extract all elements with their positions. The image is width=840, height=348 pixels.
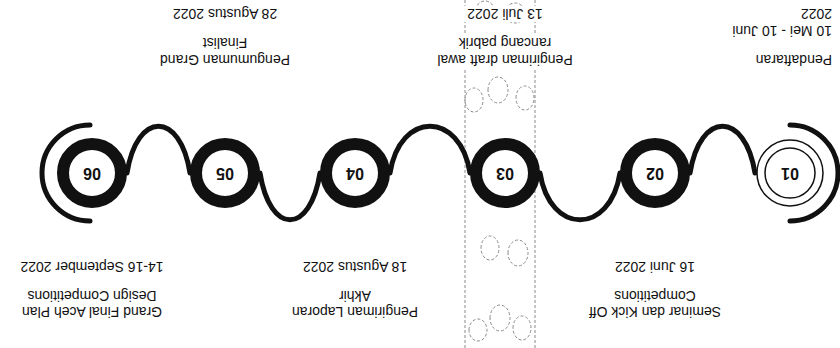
step-title: Pengiriman Laporan Akhir <box>288 287 423 321</box>
step-circle: 02Seminar dan Kick Off Competitions16 Ju… <box>620 138 690 208</box>
step-circle: 01Pendaftaran10 Mei - 10 Juni 2022 <box>755 138 825 208</box>
wave-connector <box>127 126 190 173</box>
step-date: 10 Mei - 10 Juni 2022 <box>707 6 832 40</box>
wave-connector <box>260 173 320 220</box>
step-circle: 04Pengiriman Laporan Akhir18 Agustus 202… <box>320 138 390 208</box>
wave-connector <box>690 126 755 173</box>
step-label: Pengiriman Laporan Akhir 18 Agustus 2022 <box>288 258 423 320</box>
step-date: 28 Agustus 2022 <box>158 6 293 23</box>
step-number: 05 <box>190 138 260 208</box>
step-date: 18 Agustus 2022 <box>288 258 423 275</box>
step-date: 16 Juni 2022 <box>570 258 740 275</box>
step-label: Pengumuman Grand Finalist 28 Agustus 2022 <box>158 6 293 68</box>
step-number: 01 <box>755 138 825 208</box>
step-number: 03 <box>470 138 540 208</box>
step-number: 04 <box>320 138 390 208</box>
step-title: Pengumuman Grand Finalist <box>158 34 293 68</box>
step-circle: 06Grand Final Aceh Plan Design Competiti… <box>57 138 127 208</box>
step-label: Pengiriman draft awal rancang pabrik 13 J… <box>418 6 593 68</box>
step-circle: 03Pengiriman draft awal rancang pabrik13… <box>470 138 540 208</box>
step-date: 13 Juli 2022 <box>418 6 593 23</box>
step-label: Seminar dan Kick Off Competitions 16 Juni… <box>570 258 740 320</box>
step-date: 14-16 September 2022 <box>8 258 176 275</box>
step-label: Pendaftaran 10 Mei - 10 Juni 2022 <box>707 6 832 68</box>
step-circle: 05Pengumuman Grand Finalist28 Agustus 20… <box>190 138 260 208</box>
wave-connector <box>540 173 620 220</box>
step-title: Seminar dan Kick Off Competitions <box>570 287 740 321</box>
wave-connector <box>390 126 470 173</box>
step-number: 06 <box>57 138 127 208</box>
step-title: Pendaftaran <box>707 51 832 68</box>
step-number: 02 <box>620 138 690 208</box>
step-label: Grand Final Aceh Plan Design Competition… <box>8 258 176 320</box>
step-title: Grand Final Aceh Plan Design Competition… <box>8 287 176 321</box>
step-title: Pengiriman draft awal rancang pabrik <box>418 34 593 68</box>
